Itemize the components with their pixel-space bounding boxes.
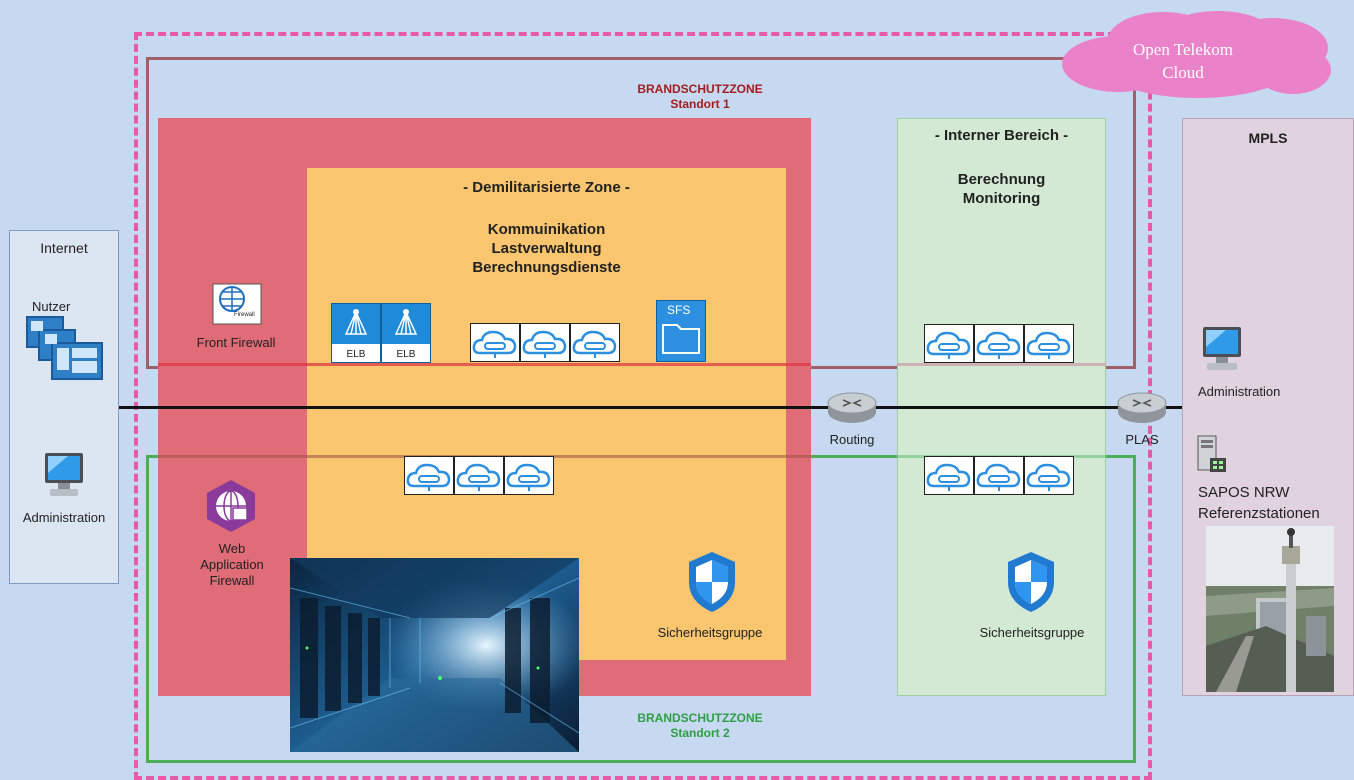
sfs-label: SFS: [667, 303, 691, 317]
internal-service-line: Monitoring: [962, 190, 1041, 207]
cloud-server-group-internal-bottom: [924, 456, 1074, 496]
open-telekom-cloud-shape: [1058, 8, 1334, 100]
dmz-services: Kommuinikation Lastverwaltung Berechnung…: [400, 220, 693, 277]
dmz-security-group-label: Sicherheitsgruppe: [657, 625, 763, 640]
cloud-label-line2: Cloud: [1162, 63, 1204, 82]
shield-icon: [687, 550, 737, 614]
internal-service-line: Berechnung: [957, 171, 1046, 188]
firewall-icon-label: Firewall: [234, 312, 255, 318]
mpls-title: MPLS: [1248, 130, 1288, 146]
elb-icon: ELB: [331, 303, 381, 363]
reference-station-photo: [1206, 526, 1334, 692]
waf-label-line: Web: [218, 541, 246, 556]
router-icon: [1116, 390, 1168, 426]
elb-label: ELB: [396, 349, 416, 360]
cloud-label: Open Telekom Cloud: [1098, 38, 1268, 84]
routing-label: Routing: [829, 432, 875, 447]
waf-label-line: Application: [200, 557, 264, 572]
sfs-folder-icon: SFS: [656, 300, 706, 362]
cloud-server-group-dmz-bottom: [404, 456, 554, 496]
sapos-line1: SAPOS NRW: [1198, 484, 1290, 501]
internal-services: Berechnung Monitoring: [897, 170, 1106, 208]
zone2-title-text: BRANDSCHUTZZONE: [637, 711, 763, 725]
elb-icon: ELB: [381, 303, 431, 363]
waf-label: Web Application Firewall: [190, 541, 274, 589]
elb-label: ELB: [346, 349, 366, 360]
monitor-icon: [1199, 325, 1247, 373]
dmz-service-line: Berechnungsdienste: [472, 259, 621, 276]
shield-icon: [1006, 550, 1056, 614]
network-backbone-line: [119, 406, 1182, 409]
users-label: Nutzer: [32, 299, 71, 314]
dmz-title: - Demilitarisierte Zone -: [463, 179, 630, 196]
internet-panel: [9, 230, 119, 584]
router-icon: [826, 390, 878, 426]
dmz-service-line: Kommuinikation: [487, 221, 606, 238]
internet-admin-label: Administration: [22, 510, 106, 525]
users-icon: [26, 316, 106, 382]
cloud-server-group-internal-top: [924, 324, 1074, 364]
zone1-line-internal: [897, 363, 1106, 366]
sapos-label: SAPOS NRW Referenzstationen: [1198, 482, 1320, 524]
firewall-icon: [212, 283, 262, 325]
mpls-admin-label: Administration: [1198, 384, 1281, 399]
server-room-photo: [290, 558, 579, 752]
plas-label: PLAS: [1125, 432, 1159, 447]
zone1-bottom-line: [158, 363, 811, 366]
cloud-server-group-dmz-top: [470, 323, 620, 363]
front-firewall-label: Front Firewall: [196, 335, 276, 350]
server-icon: [1196, 434, 1230, 474]
monitor-icon: [42, 451, 86, 499]
internet-title: Internet: [40, 240, 88, 256]
zone1-title-text: BRANDSCHUTZZONE: [637, 82, 763, 96]
waf-label-line: Firewall: [209, 573, 255, 588]
sapos-line2: Referenzstationen: [1198, 505, 1320, 522]
zone1-title: BRANDSCHUTZZONE Standort 1: [600, 82, 800, 112]
dmz-service-line: Lastverwaltung: [491, 240, 602, 257]
internal-security-group-label: Sicherheitsgruppe: [979, 625, 1085, 640]
zone1-subtitle-text: Standort 1: [670, 97, 730, 111]
cloud-label-line1: Open Telekom: [1133, 40, 1233, 59]
internal-title: - Interner Bereich -: [934, 127, 1069, 144]
zone2-title: BRANDSCHUTZZONE Standort 2: [600, 711, 800, 741]
zone2-subtitle-text: Standort 2: [670, 726, 730, 740]
waf-icon: [203, 478, 259, 534]
